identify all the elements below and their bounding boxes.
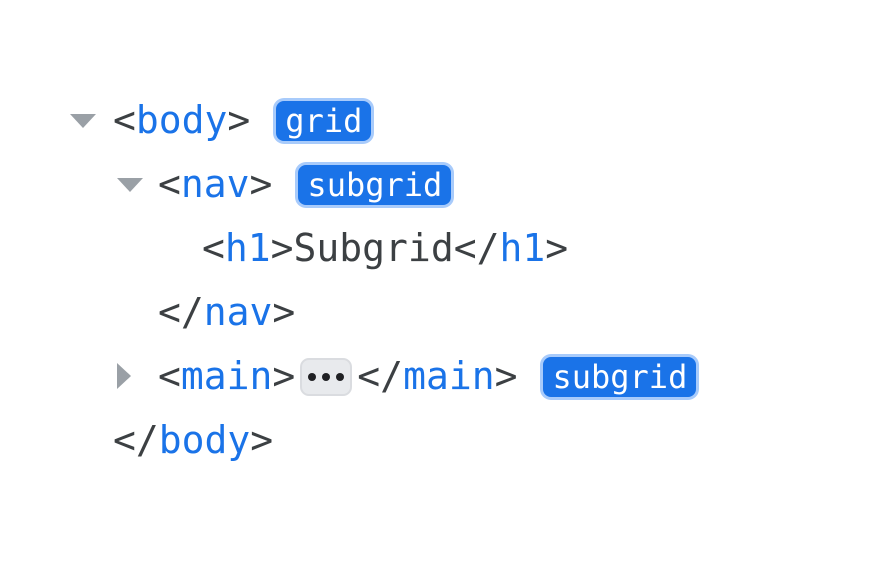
dom-node-row-main[interactable]: <main> </main> subgrid	[0, 344, 697, 408]
text-node-subgrid[interactable]: Subgrid	[293, 226, 454, 270]
subgrid-badge[interactable]: subgrid	[298, 165, 452, 205]
chevron-right-icon[interactable]	[117, 363, 131, 389]
dom-node-row-body-open[interactable]: <body> grid	[0, 88, 372, 152]
chevron-down-icon[interactable]	[117, 178, 143, 192]
dom-node-row-nav-close[interactable]: </nav>	[0, 280, 295, 344]
tag-name-body[interactable]: body	[135, 98, 228, 142]
dom-node-row-body-close[interactable]: </body>	[0, 408, 273, 472]
tag-open-bracket: <	[202, 226, 225, 270]
end-tag-name-h1[interactable]: h1	[499, 226, 546, 270]
end-tag-name-nav[interactable]: nav	[203, 290, 273, 334]
end-tag-close-bracket: >	[250, 418, 274, 462]
end-tag-close-bracket: >	[545, 226, 569, 270]
chevron-down-icon[interactable]	[70, 114, 96, 128]
end-tag-close-bracket: >	[272, 290, 296, 334]
end-tag-open-bracket: </	[158, 290, 204, 334]
tag-close-bracket: >	[270, 226, 294, 270]
ellipsis-dot	[336, 373, 345, 381]
tag-close-bracket: >	[227, 98, 251, 142]
end-tag-close-bracket: >	[494, 354, 518, 398]
tag-close-bracket: >	[249, 162, 273, 206]
tag-name-h1[interactable]: h1	[224, 226, 271, 270]
ellipsis-dot	[322, 373, 331, 381]
grid-badge[interactable]: grid	[276, 101, 372, 141]
dom-node-row-h1[interactable]: <h1>Subgrid</h1>	[0, 216, 568, 280]
tag-name-nav[interactable]: nav	[180, 162, 250, 206]
tag-open-bracket: <	[113, 98, 136, 142]
end-tag-open-bracket: </	[357, 354, 404, 398]
end-tag-open-bracket: </	[453, 226, 500, 270]
dom-node-row-nav-open[interactable]: <nav> subgrid	[0, 152, 452, 216]
tag-name-main[interactable]: main	[180, 354, 273, 398]
tag-close-bracket: >	[272, 354, 296, 398]
tag-open-bracket: <	[158, 162, 181, 206]
ellipsis-icon[interactable]	[300, 358, 353, 396]
end-tag-name-body[interactable]: body	[158, 418, 251, 462]
tag-open-bracket: <	[158, 354, 181, 398]
end-tag-name-main[interactable]: main	[403, 354, 495, 398]
end-tag-open-bracket: </	[113, 418, 159, 462]
subgrid-badge[interactable]: subgrid	[543, 357, 697, 397]
ellipsis-dot	[308, 373, 317, 381]
